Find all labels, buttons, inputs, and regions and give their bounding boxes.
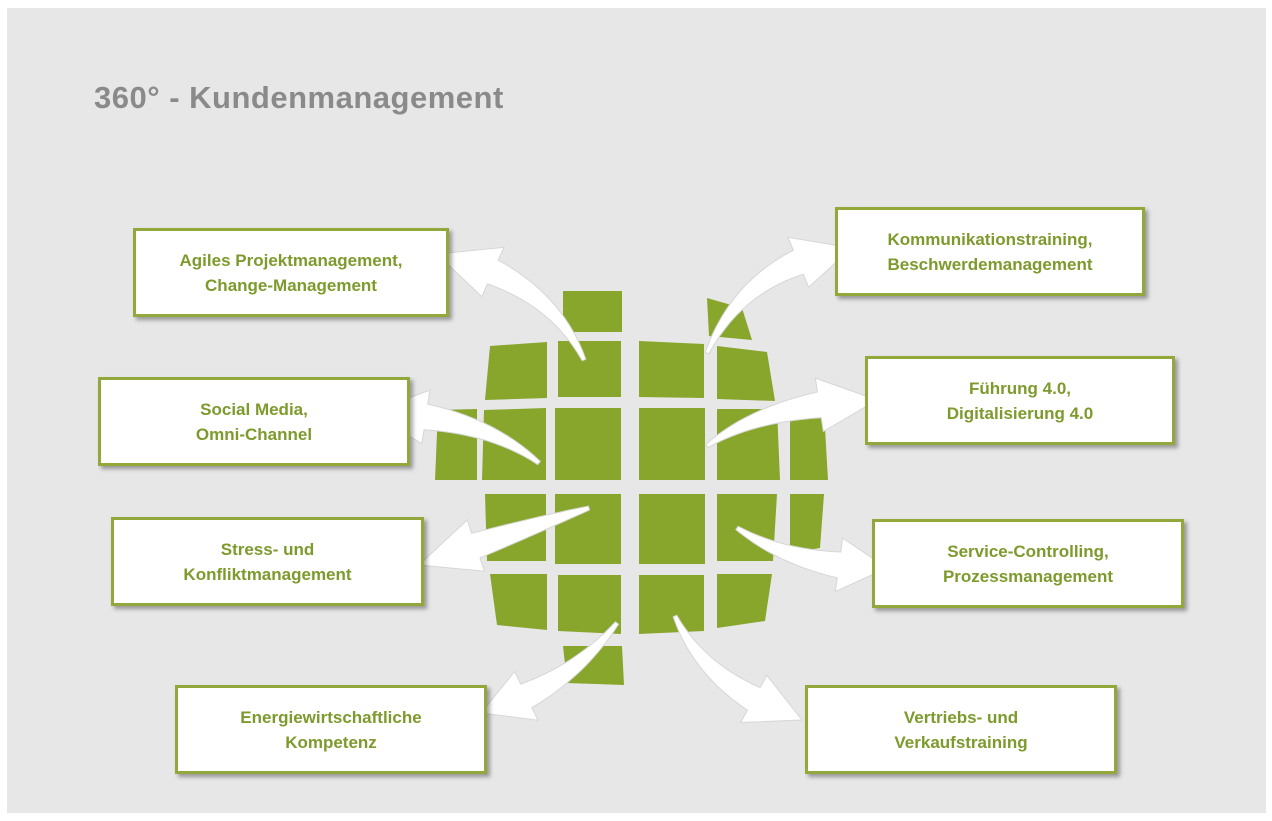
connector-arrow	[480, 621, 620, 721]
topic-line: Stress- und	[220, 539, 315, 559]
connector-arrow	[705, 377, 879, 449]
topic-line: Change-Management	[205, 275, 377, 295]
globe-tile	[790, 494, 824, 553]
globe-tile	[639, 494, 705, 564]
globe-tile	[558, 341, 621, 397]
topic-line: Vertriebs- und	[903, 707, 1019, 727]
page-title: 360° - Kundenmanagement	[94, 80, 504, 115]
topic-line: Social Media,	[200, 399, 308, 419]
topic-line: Service-Controlling,	[947, 541, 1109, 561]
topic-box-social: Social Media, Omni-Channel	[98, 377, 410, 466]
topic-line: Prozessmanagement	[942, 566, 1114, 586]
topic-line: Verkaufstraining	[894, 732, 1028, 752]
globe-tile	[558, 575, 621, 634]
topic-box-kommunikation: Kommunikationstraining, Beschwerdemanage…	[835, 207, 1145, 296]
connector-arrows	[367, 236, 889, 724]
globe-tile	[639, 341, 704, 398]
slide-background: 360° - Kundenmanagement Agiles Projektma…	[7, 8, 1266, 813]
topic-box-energie: Energiewirtschaftliche Kompetenz	[175, 685, 487, 774]
globe-diagram	[367, 236, 889, 724]
topic-box-fuehrung: Führung 4.0, Digitalisierung 4.0	[865, 356, 1175, 445]
connector-arrow	[735, 525, 889, 593]
globe-tiles	[435, 291, 828, 685]
topic-box-agile: Agiles Projektmanagement, Change-Managem…	[133, 228, 449, 317]
globe-tile	[563, 291, 622, 332]
topic-line: Omni-Channel	[195, 424, 313, 444]
topic-line: Kompetenz	[285, 732, 377, 752]
globe-tile	[717, 574, 772, 628]
connector-arrow	[672, 614, 803, 724]
globe-tile	[555, 494, 621, 564]
globe-tile	[639, 408, 705, 480]
topic-box-service: Service-Controlling, Prozessmanagement	[872, 519, 1184, 608]
globe-tile	[790, 410, 828, 480]
globe-tile	[555, 408, 621, 480]
topic-line: Energiewirtschaftliche	[240, 707, 422, 727]
connector-arrow	[435, 246, 587, 362]
globe-tile	[639, 575, 704, 634]
topic-line: Agiles Projektmanagement,	[179, 250, 403, 270]
connector-arrow	[704, 236, 854, 355]
topic-box-vertrieb: Vertriebs- und Verkaufstraining	[805, 685, 1117, 774]
topic-line: Kommunikationstraining,	[887, 229, 1093, 249]
topic-line: Digitalisierung 4.0	[946, 403, 1094, 423]
globe-tile	[490, 574, 547, 630]
globe-tile	[485, 342, 547, 400]
topic-line: Führung 4.0,	[969, 378, 1071, 398]
topic-line: Konfliktmanagement	[183, 564, 352, 584]
topic-box-stress: Stress- und Konfliktmanagement	[111, 517, 424, 606]
globe-tile	[717, 346, 775, 401]
connector-arrow	[417, 505, 591, 572]
topic-line: Beschwerdemanagement	[887, 254, 1093, 274]
